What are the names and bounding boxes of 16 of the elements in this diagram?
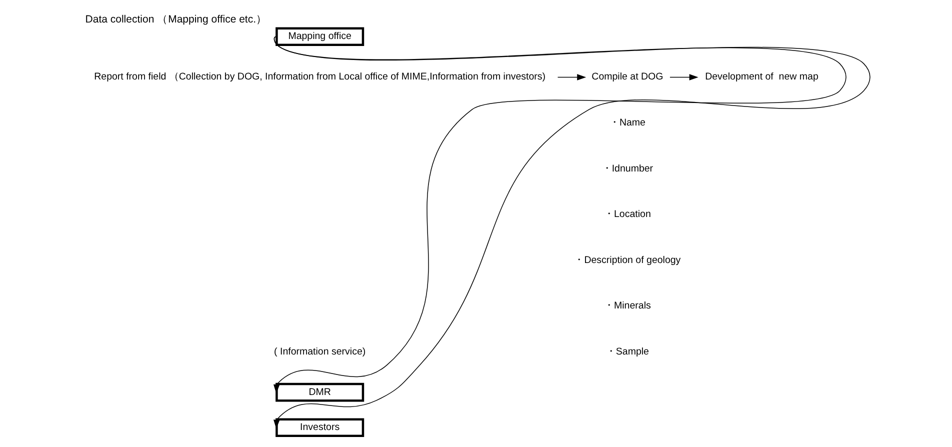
- label: ・Sample: [606, 346, 649, 358]
- node-box: Investors: [276, 418, 364, 437]
- arrow: [670, 74, 698, 80]
- label: ( Information service): [274, 346, 366, 358]
- node-box: DMR: [276, 382, 364, 402]
- label: ・Minerals: [604, 300, 651, 312]
- node-text: Report from field （Collection by DOG, Information from Local office of MIME,Information from investors): [94, 72, 546, 83]
- node-text: Compile at DOG: [592, 72, 664, 83]
- node-text: Development of new map: [705, 72, 818, 83]
- label: ・Description of geology: [574, 254, 681, 266]
- label: ・Location: [604, 209, 651, 220]
- label: ・Idnumber: [602, 163, 654, 174]
- arrow: [557, 74, 586, 80]
- label: ・Name: [609, 118, 646, 129]
- node-box: Mapping office: [276, 27, 364, 46]
- diagram-title: Data collection （Mapping office etc.）: [85, 14, 268, 26]
